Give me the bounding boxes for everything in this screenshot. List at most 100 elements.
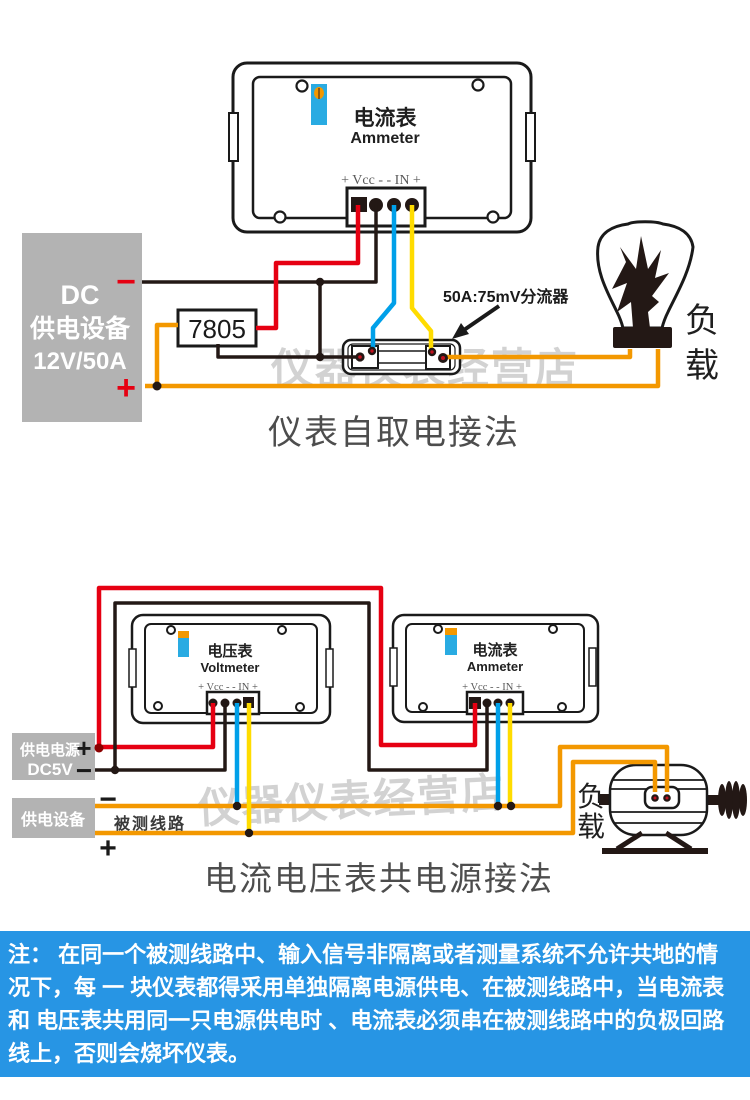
ammeter-top-cn-label: 电流表 [354,106,418,130]
bottom-diagram: 电压表 Voltmeter + Vcc - - IN + 电流表 Ammeter… [12,585,747,897]
junction-dot [110,765,120,775]
side-tab-icon [588,647,597,687]
pin-square-icon [243,697,254,708]
dc-supply-box: DC 供电设备 12V/50A − + [22,233,142,422]
arrow-head-icon [452,323,469,339]
wire-orange-negative-line [95,744,670,809]
dc-plus-sign: + [116,369,136,407]
junction-dot [506,801,516,811]
device-box: 供电设备 − + [12,783,117,865]
ammeter-bottom: 电流表 Ammeter + Vcc - - IN + [389,613,600,724]
wire-black-loop-to-ammeter [113,601,489,772]
bottom-wires [94,585,670,838]
screw-hole-icon [557,702,567,712]
voltmeter-en-label: Voltmeter [201,660,260,675]
junction-dot [232,801,242,811]
voltmeter: 电压表 Voltmeter + Vcc - - IN + [128,613,334,725]
dc5v-line2: DC5V [27,760,73,779]
dc5v-plus-sign: + [76,733,91,763]
top-wires [142,205,661,391]
wire-black-voltmeter-vccminus [95,703,227,772]
side-tab-icon [525,112,536,162]
wire-red-loop-to-ammeter [96,585,478,750]
load-char-1: 负 [577,781,605,812]
wire-red-voltmeter-vccplus [95,703,216,750]
load-char-2: 载 [685,347,719,385]
device-minus-sign: − [99,783,117,816]
device-rect [12,798,95,838]
bulb-filament-flash [612,236,669,328]
pulley-disc-icon [725,781,733,819]
shunt-terminal-dot-center [430,350,434,354]
top-diagram: DC 供电设备 12V/50A − + 电流表 Ammeter + Vcc - … [22,61,719,452]
note-line-4: 线上，否则会烧坏仪表。 [8,1041,251,1066]
screw-hole-icon [295,702,305,712]
screw-hole-icon [471,78,485,92]
motor-shaft [706,795,724,805]
load-label-bottom: 负 载 [577,781,605,842]
motor-terminal-dot-center [665,796,669,800]
pulley-disc-icon [732,781,740,819]
side-tab-icon [325,648,334,688]
dc-supply-line3: 12V/50A [33,348,126,375]
note-line-2: 况下，每 一 块仪表都得采用单独隔离电源供电、在被测线路中，当电流表 [8,975,725,1000]
wire-red-7805-to-vccplus [256,205,361,331]
screw-hole-icon [418,702,428,712]
dc5v-line1: 供电电源 [19,741,80,759]
device-plus-sign: + [99,832,117,865]
pulley-disc-icon [739,784,747,816]
dc5v-rect [12,733,95,780]
shunt-terminal-dot-center [441,356,445,360]
note-line-1: 注： 在同一个被测线路中、输入信号非隔离或者测量系统不允许共地的情 [8,942,719,967]
screw-hole-icon [433,624,443,634]
load-char-2: 载 [577,811,605,842]
bottom-title: 电流电压表共电源接法 [204,860,554,897]
shunt-terminal-dot-center [358,355,362,359]
shunt-callout: 50A:75mV分流器 [443,287,569,339]
dc-supply-line1: DC [61,280,100,310]
motor-terminal-dot-center [653,796,657,800]
dc-supply-line2: 供电设备 [29,315,131,343]
bulb-load-icon [596,220,695,330]
dc-minus-sign: − [116,263,136,301]
junction-dot [244,828,254,838]
trimmer-screw-icon [178,631,189,638]
wire-orange-dcplus-to-load [145,349,661,389]
motor-stand-base [602,848,708,854]
junction-dot [315,352,325,362]
voltmeter-pins-label: + Vcc - - IN + [198,682,258,693]
screw-hole-icon [273,210,287,224]
regulator-7805: 7805 [176,308,258,348]
shunt-terminal-dot-center [370,349,374,353]
wire-black-7805gnd-to-shunt [216,344,358,359]
ammeter-top-en-label: Ammeter [350,130,419,147]
load-char-1: 负 [685,302,719,340]
shunt-terminals [355,346,448,363]
wire-yellow-sense [409,205,434,349]
wire-orange-shunt-to-load [446,349,633,360]
screw-hole-icon [153,701,163,711]
note-line-3: 和 电压表共用同一只电源供电时 、电流表必须串在被测线路中的负极回路 [8,1008,725,1033]
side-tab-icon [389,647,398,687]
ammeter-top-pins-label: + Vcc - - IN + [341,173,421,188]
screw-hole-icon [486,210,500,224]
regulator-label: 7805 [188,314,246,344]
ammeter-top: 电流表 Ammeter + Vcc - - IN + [228,61,536,234]
bulb-base [613,327,672,348]
side-tab-icon [228,112,239,162]
load-label-top: 负 载 [685,302,719,385]
side-tab-icon [128,648,137,688]
ammeter-bottom-pins-label: + Vcc - - IN + [462,682,522,693]
motor-terminal-box [643,785,681,810]
screw-hole-icon [166,625,176,635]
junction-dot [152,381,162,391]
screw-hole-icon [277,625,287,635]
supply-dc5v-box: 供电电源 DC5V + − [12,733,95,786]
motor-stand-legs [615,830,693,852]
arrow-line-icon [462,304,501,332]
note-box: 注： 在同一个被测线路中、输入信号非隔离或者测量系统不允许共地的情 况下，每 一… [0,931,750,1077]
junction-dot [493,801,503,811]
wire-blue-sense [370,205,397,349]
screw-hole-icon [548,624,558,634]
motor-left-stub [599,794,611,805]
